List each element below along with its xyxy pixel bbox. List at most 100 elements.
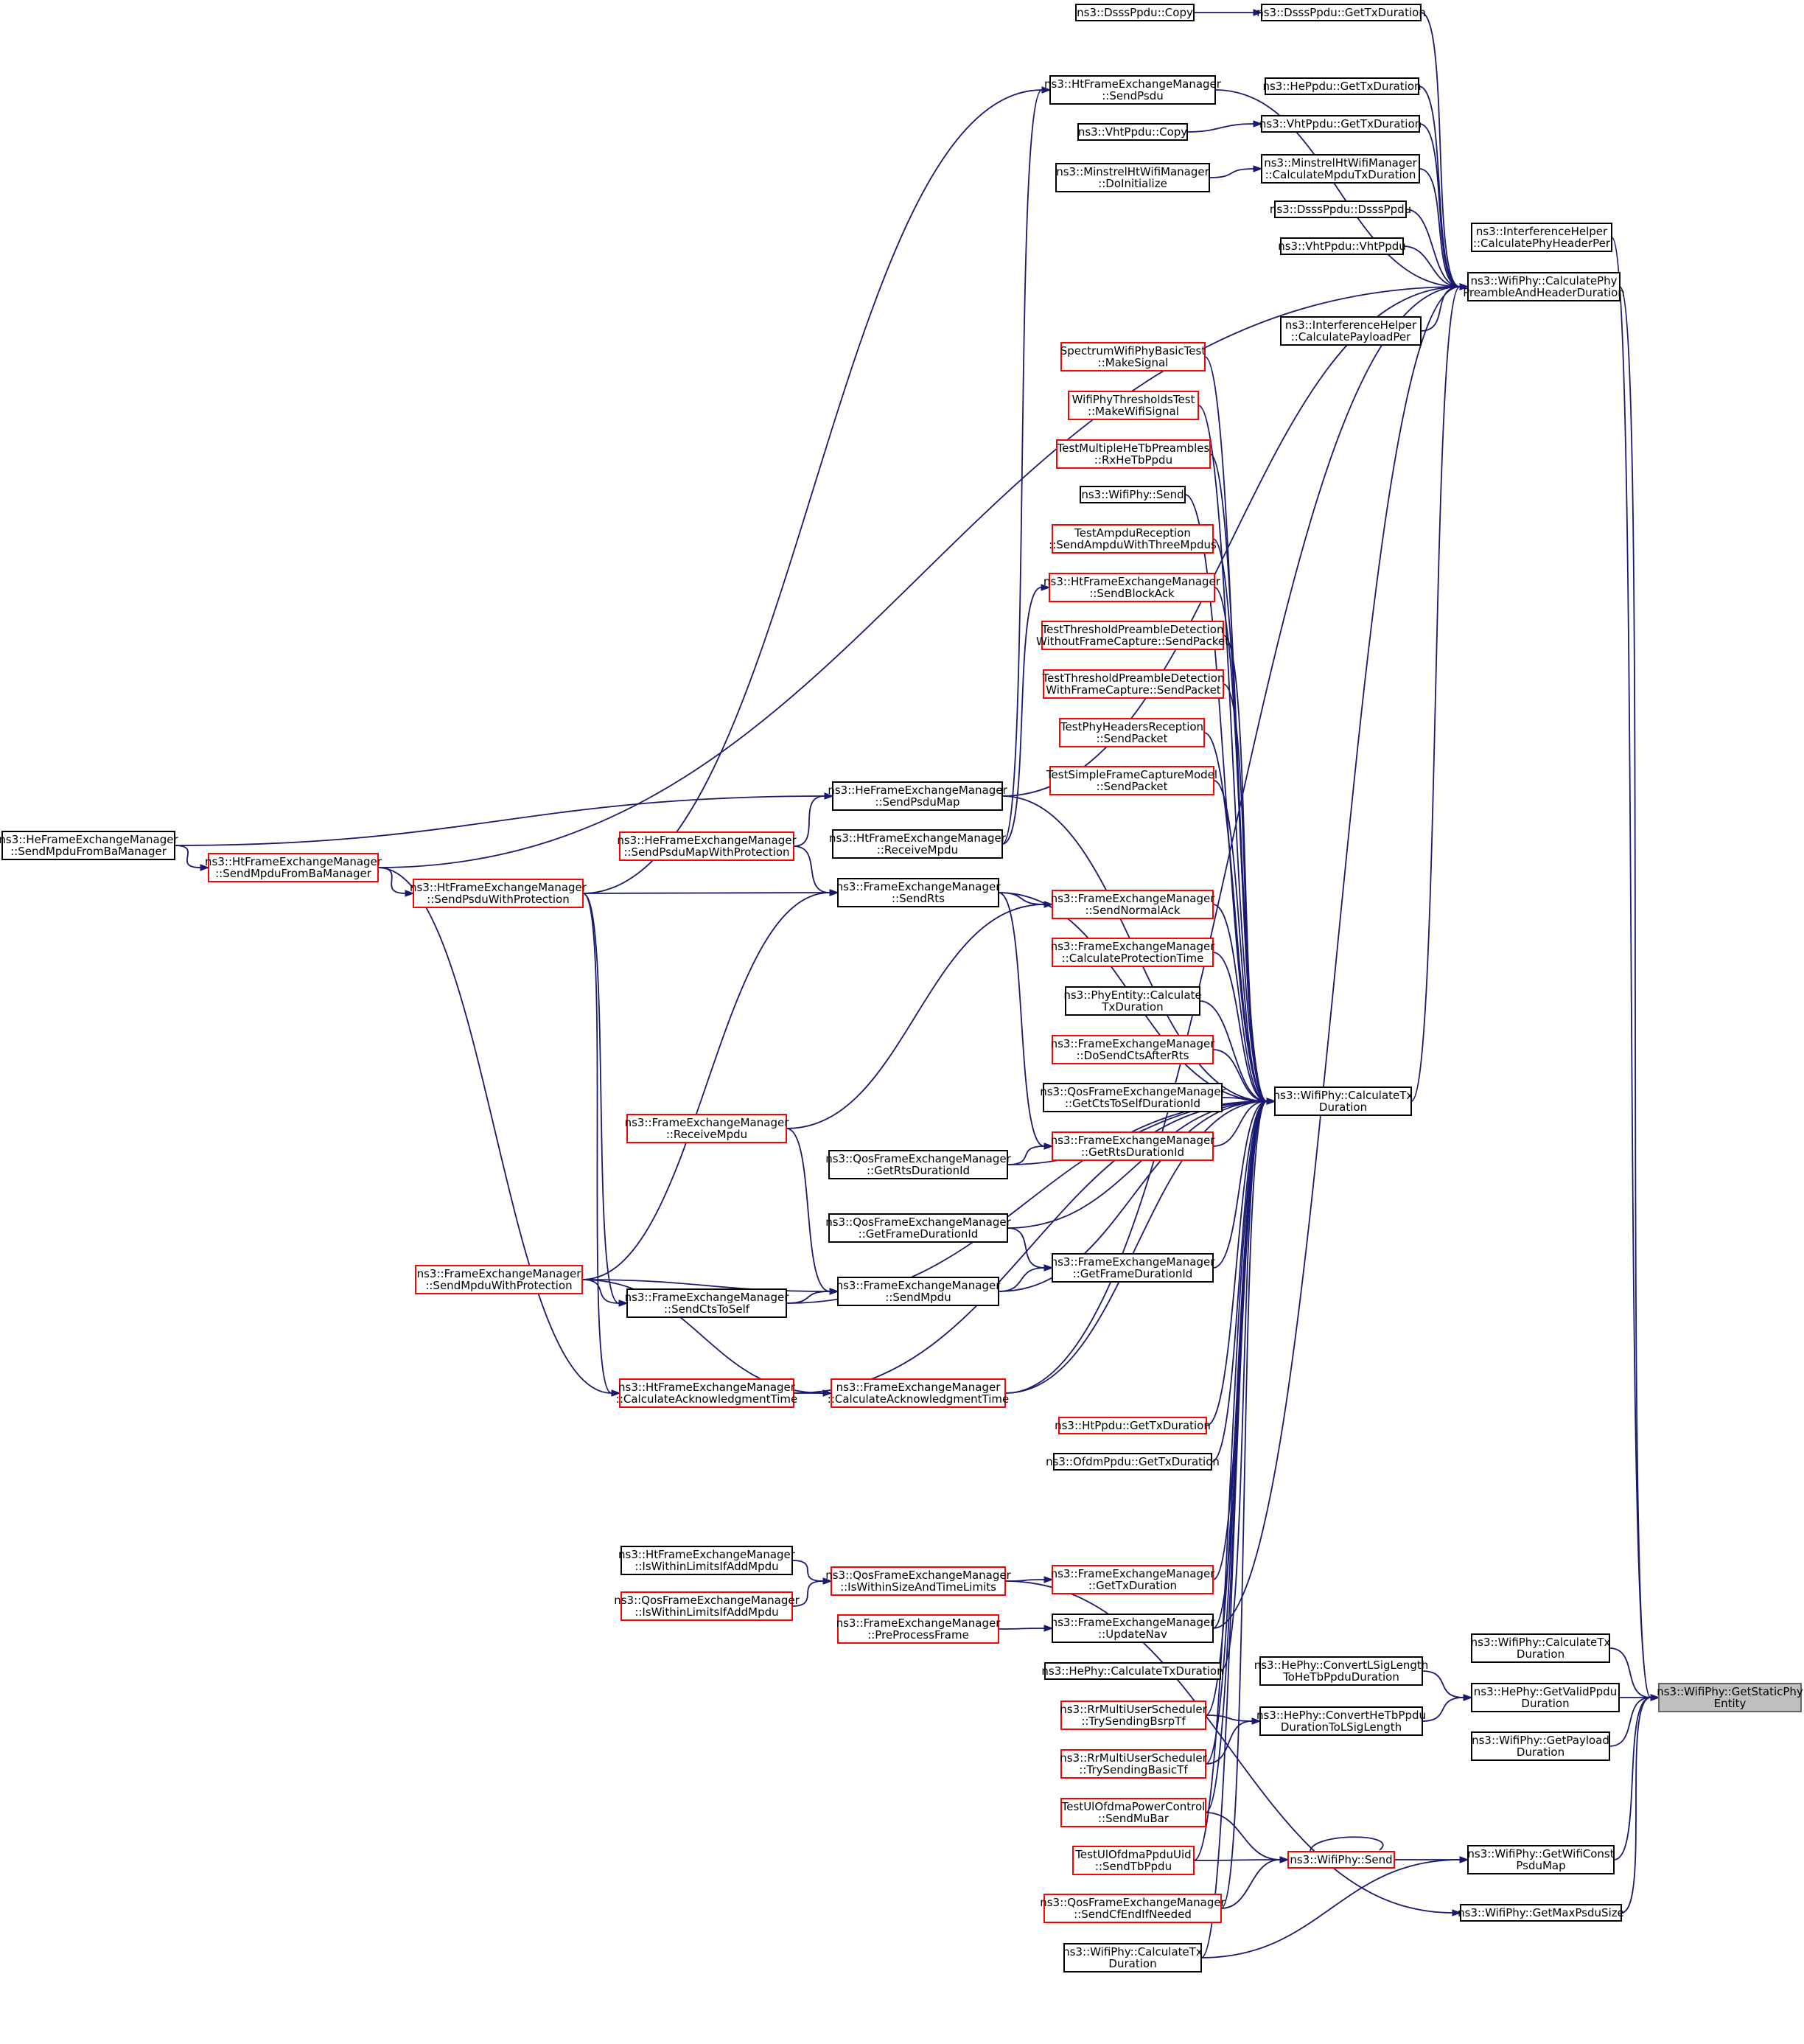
- edge-fem-get-frame-dur-to-calc-tx-dur-main: [1212, 1101, 1268, 1269]
- node-fem-get-rts-dur[interactable]: ns3::FrameExchangeManager::GetRtsDuratio…: [1051, 1131, 1216, 1161]
- edge-he-send-mpdu-from-ba-to-ht-send-mpdu-from-ba: [174, 845, 201, 868]
- node-phy-entity-calc[interactable]: ns3::PhyEntity::CalculateTxDuration: [1063, 986, 1202, 1016]
- node-wifi-phy-send-bottom[interactable]: ns3::WifiPhy::Send: [1287, 1851, 1395, 1869]
- node-wifi-phy-send-top[interactable]: ns3::WifiPhy::Send: [1080, 486, 1186, 503]
- edge-qos-get-rts-dur-to-fem-get-rts-dur: [1007, 1145, 1045, 1165]
- node-simple-capture[interactable]: TestSimpleFrameCaptureModel::SendPacket: [1046, 766, 1217, 795]
- node-box: [413, 879, 584, 908]
- node-fem-do-send-cts[interactable]: ns3::FrameExchangeManager::DoSendCtsAfte…: [1051, 1035, 1216, 1064]
- node-label: Duration: [1108, 1957, 1156, 1970]
- node-fem-send-rts[interactable]: ns3::FrameExchangeManager::SendRts: [836, 878, 1001, 907]
- node-multi-he-tb[interactable]: TestMultipleHeTbPreambles::RxHeTbPpdu: [1056, 439, 1211, 469]
- node-dsss-ctor[interactable]: ns3::DsssPpdu::DsssPpdu: [1270, 200, 1411, 218]
- node-ht-calc-ack[interactable]: ns3::HtFrameExchangeManager::CalculateAc…: [616, 1378, 797, 1408]
- node-calc-tx-dur-main[interactable]: ns3::WifiPhy::CalculateTxDuration: [1273, 1086, 1413, 1116]
- node-thr-make-signal[interactable]: WifiPhyThresholdsTest::MakeWifiSignal: [1068, 391, 1199, 420]
- node-fem-send-cts-to-self[interactable]: ns3::FrameExchangeManager::SendCtsToSelf: [625, 1288, 790, 1318]
- node-label: DurationToLSigLength: [1281, 1720, 1402, 1734]
- node-fem-send-normal-ack[interactable]: ns3::FrameExchangeManager::SendNormalAck: [1051, 890, 1216, 919]
- node-box: [1261, 4, 1422, 21]
- node-fem-pre-process[interactable]: ns3::FrameExchangeManager::PreProcessFra…: [836, 1614, 1001, 1644]
- edge-ht-receive-mpdu-to-ht-send-block-ack: [1001, 587, 1042, 845]
- node-fem-calc-ack[interactable]: ns3::FrameExchangeManager::CalculateAckn…: [828, 1378, 1009, 1408]
- node-he-convert-tb[interactable]: ns3::HePhy::ConvertHeTbPpduDurationToLSi…: [1256, 1706, 1426, 1736]
- node-qos-send-cf-end[interactable]: ns3::QosFrameExchangeManager::SendCfEndI…: [1040, 1894, 1226, 1923]
- node-ampdu-rx[interactable]: TestAmpduReception::SendAmpduWithThreeMp…: [1049, 524, 1217, 554]
- node-fem-get-tx-dur[interactable]: ns3::FrameExchangeManager::GetTxDuration: [1051, 1565, 1216, 1594]
- node-label: ns3::FrameExchangeManager: [625, 1291, 790, 1304]
- edge-ht-receive-mpdu-to-ht-send-psdu: [1001, 89, 1043, 845]
- node-fem-send-mpdu-prot[interactable]: ns3::FrameExchangeManager::SendMpduWithP…: [415, 1265, 583, 1294]
- node-ht-send-psdu[interactable]: ns3::HtFrameExchangeManager::SendPsdu: [1044, 75, 1222, 105]
- node-label: ::SendAmpduWithThreeMpdus: [1049, 538, 1217, 551]
- node-fem-receive-mpdu[interactable]: ns3::FrameExchangeManager::ReceiveMpdu: [625, 1114, 790, 1143]
- node-he-send-mpdu-from-ba[interactable]: ns3::HeFrameExchangeManager::SendMpduFro…: [0, 831, 178, 860]
- node-vht-get-tx[interactable]: ns3::VhtPpdu::GetTxDuration: [1259, 115, 1422, 133]
- edge-fem-get-rts-dur-to-calc-tx-dur-main: [1212, 1101, 1268, 1147]
- node-thr-without[interactable]: TestThresholdPreambleDetectionWithoutFra…: [1036, 621, 1229, 650]
- node-label: ::SendTbPpdu: [1095, 1860, 1172, 1873]
- node-spec-make-signal[interactable]: SpectrumWifiPhyBasicTest::MakeSignal: [1060, 342, 1206, 372]
- node-ht-send-mpdu-from-ba[interactable]: ns3::HtFrameExchangeManager::SendMpduFro…: [205, 853, 382, 882]
- node-calc-tx-dur-bottom[interactable]: ns3::WifiPhy::CalculateTxDuration: [1063, 1943, 1203, 1973]
- node-get-max-psdu[interactable]: ns3::WifiPhy::GetMaxPsduSize: [1458, 1904, 1624, 1922]
- node-calc-preamble[interactable]: ns3::WifiPhy::CalculatePhyPreambleAndHea…: [1463, 272, 1625, 301]
- node-phy-hdr-rx[interactable]: TestPhyHeadersReception::SendPacket: [1059, 718, 1205, 747]
- node-qos-is-within-size[interactable]: ns3::QosFrameExchangeManager::IsWithinSi…: [825, 1566, 1012, 1596]
- node-label: ns3::FrameExchangeManager: [1051, 1616, 1216, 1629]
- node-ht-ppdu-get-tx[interactable]: ns3::HtPpdu::GetTxDuration: [1055, 1417, 1211, 1434]
- node-box: [1471, 1683, 1620, 1712]
- node-rr-bsrp[interactable]: ns3::RrMultiUserScheduler::TrySendingBsr…: [1060, 1701, 1208, 1730]
- node-label: ns3::WifiPhy::CalculateTx: [1471, 1636, 1611, 1649]
- node-ul-ppdu-uid[interactable]: TestUlOfdmaPpduUid::SendTbPpdu: [1072, 1846, 1195, 1875]
- node-he-send-psdu-map[interactable]: ns3::HeFrameExchangeManager::SendPsduMap: [828, 781, 1007, 811]
- edge-fem-receive-mpdu-to-fem-send-mpdu: [786, 1128, 831, 1292]
- node-label: ::GetCtsToSelfDurationId: [1065, 1097, 1200, 1110]
- node-ht-is-within[interactable]: ns3::HtFrameExchangeManager::IsWithinLim…: [618, 1546, 796, 1575]
- node-label: ns3::VhtPpdu::VhtPpdu: [1278, 240, 1406, 253]
- node-box: [1063, 1943, 1202, 1973]
- node-rr-basic[interactable]: ns3::RrMultiUserScheduler::TrySendingBas…: [1060, 1749, 1208, 1779]
- node-fem-calc-prot[interactable]: ns3::FrameExchangeManager::CalculateProt…: [1051, 938, 1216, 967]
- node-he-ppdu-get-tx[interactable]: ns3::HePpdu::GetTxDuration: [1262, 77, 1422, 95]
- node-ht-send-block-ack[interactable]: ns3::HtFrameExchangeManager::SendBlockAc…: [1043, 573, 1221, 602]
- node-ht-send-psdu-prot[interactable]: ns3::HtFrameExchangeManager::SendPsduWit…: [410, 879, 587, 908]
- node-minstrel-init[interactable]: ns3::MinstrelHtWifiManager::DoInitialize: [1055, 163, 1210, 192]
- node-ih-calc-payload[interactable]: ns3::InterferenceHelper::CalculatePayloa…: [1280, 316, 1422, 346]
- node-minstrel-calc[interactable]: ns3::MinstrelHtWifiManager::CalculateMpd…: [1261, 154, 1420, 184]
- node-ofdm-get-tx[interactable]: ns3::OfdmPpdu::GetTxDuration: [1046, 1453, 1220, 1471]
- node-vht-ctor[interactable]: ns3::VhtPpdu::VhtPpdu: [1278, 237, 1406, 255]
- node-ul-power-mu-bar[interactable]: TestUlOfdmaPowerControl::SendMuBar: [1060, 1798, 1206, 1827]
- node-he-send-psdu-map-prot[interactable]: ns3::HeFrameExchangeManager::SendPsduMap…: [617, 831, 797, 861]
- node-qos-get-rts-dur[interactable]: ns3::QosFrameExchangeManager::GetRtsDura…: [825, 1150, 1012, 1179]
- node-label: ns3::InterferenceHelper: [1285, 318, 1417, 332]
- node-box: [619, 831, 794, 861]
- node-calc-tx-dur-left[interactable]: ns3::WifiPhy::CalculateTxDuration: [1471, 1633, 1611, 1663]
- node-box: [1060, 1798, 1206, 1827]
- node-he-convert-l[interactable]: ns3::HePhy::ConvertLSigLengthToHeTbPpduD…: [1254, 1656, 1429, 1686]
- node-fem-send-mpdu[interactable]: ns3::FrameExchangeManager::SendMpdu: [836, 1277, 1001, 1306]
- node-qos-get-frame-dur[interactable]: ns3::QosFrameExchangeManager::GetFrameDu…: [825, 1213, 1012, 1243]
- node-he-phy-calc-tx[interactable]: ns3::HePhy::CalculateTxDuration: [1041, 1662, 1224, 1680]
- node-dsss-copy[interactable]: ns3::DsssPpdu::Copy: [1075, 4, 1195, 21]
- node-ih-calc-phy-hdr[interactable]: ns3::InterferenceHelper::CalculatePhyHea…: [1471, 223, 1612, 252]
- edge-calc-tx-dur-main-to-calc-preamble: [1410, 286, 1461, 1102]
- node-box: [1259, 1706, 1423, 1736]
- node-box: [620, 1546, 793, 1575]
- node-dsss-get-tx[interactable]: ns3::DsssPpdu::GetTxDuration: [1256, 4, 1426, 21]
- edge-arrowhead: [611, 1389, 621, 1397]
- node-thr-with[interactable]: TestThresholdPreambleDetectionWithFrameC…: [1042, 669, 1225, 699]
- node-label: ns3::HtPpdu::GetTxDuration: [1055, 1419, 1211, 1432]
- node-vht-copy[interactable]: ns3::VhtPpdu::Copy: [1077, 123, 1188, 141]
- node-ht-receive-mpdu[interactable]: ns3::HtFrameExchangeManager::ReceiveMpdu: [829, 829, 1007, 859]
- node-fem-update-nav[interactable]: ns3::FrameExchangeManager::UpdateNav: [1051, 1614, 1216, 1643]
- edge-calc-preamble-to-root: [1619, 286, 1651, 1698]
- edge-ht-send-psdu-prot-to-fem-send-cts-to-self: [582, 893, 620, 1304]
- node-qos-is-within[interactable]: ns3::QosFrameExchangeManager::IsWithinLi…: [614, 1591, 800, 1621]
- node-qos-get-cts-to-self[interactable]: ns3::QosFrameExchangeManager::GetCtsToSe…: [1040, 1083, 1226, 1112]
- node-fem-get-frame-dur[interactable]: ns3::FrameExchangeManager::GetFrameDurat…: [1051, 1253, 1216, 1283]
